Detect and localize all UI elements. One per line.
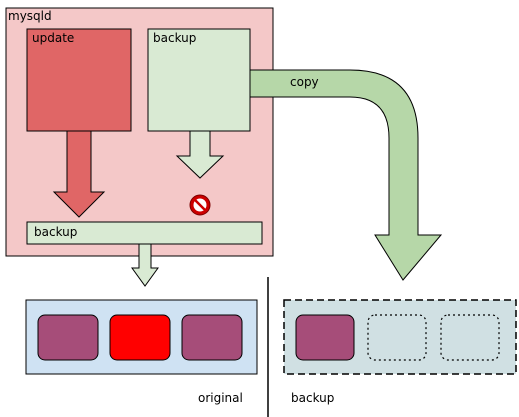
backup-bar-label: backup <box>34 225 77 239</box>
backup-source-box <box>147 28 251 132</box>
blocked-backup-arrow <box>175 130 225 179</box>
backup-target-label: backup <box>291 391 334 405</box>
update-arrow <box>52 130 106 218</box>
backup-slot-2 <box>367 314 427 361</box>
backup-slot-1 <box>295 314 355 361</box>
mysqld-label: mysqld <box>8 9 52 23</box>
update-box <box>26 28 132 132</box>
original-label: original <box>198 391 243 405</box>
original-slot-3 <box>181 314 243 361</box>
original-slot-2 <box>109 314 171 361</box>
copy-arrow <box>249 69 443 281</box>
no-entry-icon <box>189 194 211 216</box>
update-label: update <box>32 31 74 45</box>
backup-slot-3 <box>440 314 500 361</box>
original-slot-1 <box>37 314 99 361</box>
backup-source-label: backup <box>153 31 196 45</box>
copy-label: copy <box>290 75 319 89</box>
backup-bar-arrow <box>131 243 159 287</box>
